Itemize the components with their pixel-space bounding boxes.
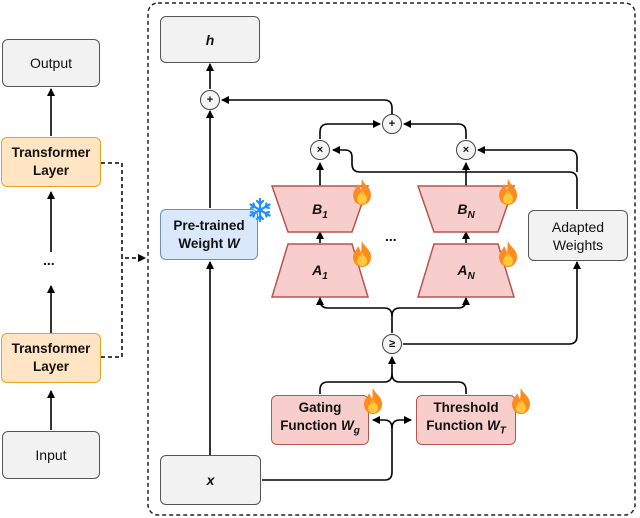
- gating-line2-wrap: Function Wg: [280, 417, 360, 441]
- arrow-geq-to-adapted: [403, 261, 581, 345]
- pretrained-line2: Weight: [178, 235, 224, 251]
- threshold-line1: Threshold: [433, 400, 499, 416]
- pretrained-line1: Pre-trained: [173, 217, 245, 233]
- an-sub: N: [467, 270, 475, 282]
- flame-icon: [499, 179, 517, 205]
- trapezoid-a1: [270, 243, 370, 298]
- an-label: AN: [446, 262, 486, 282]
- dashed-link-bottom: [101, 258, 123, 358]
- transformer-layer-bottom: Transformer Layer: [1, 333, 101, 383]
- threshold-function-box: Threshold Function WT: [416, 395, 516, 445]
- trapezoid-b1: [270, 185, 370, 233]
- pretrained-line2-wrap: Weight W: [178, 235, 239, 253]
- geq-operator: ≥: [382, 334, 402, 354]
- b1-sub: 1: [322, 209, 328, 221]
- pretrained-weight-box: Pre-trained Weight W: [160, 209, 258, 260]
- times-operator-left: ×: [310, 140, 330, 160]
- pretrained-var: W: [226, 235, 240, 251]
- input-label: Input: [35, 447, 67, 463]
- arrow-geq-to-a1: [316, 297, 393, 333]
- arrow-geq-to-an: [391, 297, 470, 317]
- a1-main: A: [312, 262, 323, 278]
- adapted-line2: Weights: [552, 236, 604, 253]
- a1-sub: 1: [322, 270, 328, 282]
- trapezoid-an: [416, 243, 516, 298]
- plus-symbol: +: [206, 94, 214, 106]
- layer-ellipsis: ...: [43, 252, 55, 268]
- trapezoid-bn: [416, 185, 516, 233]
- bn-sub: N: [467, 209, 475, 221]
- arrow-timesN-to-sum: [403, 120, 467, 139]
- arrow-sum-to-output-plus: [221, 96, 393, 114]
- arrow-gating-to-geq: [319, 356, 396, 394]
- a1-label: A1: [300, 262, 340, 282]
- output-label: Output: [29, 55, 73, 71]
- gating-line1: Gating: [298, 400, 342, 416]
- expert-ellipsis: ...: [385, 228, 397, 244]
- times-symbol: ×: [462, 144, 470, 156]
- geq-symbol: ≥: [388, 338, 396, 350]
- flame-icon: [353, 179, 371, 205]
- transformer-layer-bottom-label: Transformer Layer: [11, 341, 91, 374]
- adapted-weights-box: Adapted Weights: [528, 210, 628, 261]
- gating-function-box: Gating Function Wg: [271, 395, 369, 445]
- plus-symbol: +: [388, 118, 396, 130]
- h-output-box: h: [160, 16, 260, 63]
- b1-main: B: [312, 201, 323, 217]
- b1-label: B1: [300, 201, 340, 221]
- transformer-layer-top-label: Transformer Layer: [11, 145, 91, 178]
- output-box: Output: [2, 39, 100, 87]
- threshold-line2-wrap: Function WT: [426, 417, 506, 441]
- arrow-threshold-to-geq: [391, 373, 467, 394]
- flame-icon: [353, 241, 371, 267]
- snowflake-icon: [249, 197, 271, 223]
- arrow-times1-to-sum: [319, 120, 381, 139]
- gating-line2: Function: [280, 418, 338, 434]
- h-label: h: [205, 31, 215, 48]
- arrow-x-to-functions: [262, 416, 393, 481]
- threshold-var: W: [486, 418, 500, 434]
- transformer-layer-top: Transformer Layer: [1, 137, 101, 187]
- arrow-x-to-threshold: [391, 416, 412, 429]
- arrow-adapted-to-times-left: [332, 146, 578, 209]
- threshold-line2: Function: [426, 418, 484, 434]
- bn-main: B: [457, 201, 468, 217]
- x-label: x: [206, 472, 215, 488]
- adapted-line1: Adapted: [551, 218, 605, 235]
- dashed-link-top: [101, 162, 146, 262]
- gating-sub: g: [353, 425, 360, 437]
- plus-operator-sum: +: [382, 114, 402, 134]
- arrow-adapted-to-times-right: [477, 146, 578, 172]
- times-symbol: ×: [316, 144, 324, 156]
- gating-var: W: [340, 418, 354, 434]
- flame-icon: [499, 241, 517, 267]
- flame-icon: [364, 388, 382, 414]
- input-box: Input: [2, 431, 100, 479]
- threshold-sub: T: [499, 425, 506, 437]
- flame-icon: [512, 388, 530, 414]
- bn-label: BN: [446, 201, 486, 221]
- plus-operator-output: +: [200, 90, 220, 110]
- times-operator-right: ×: [456, 140, 476, 160]
- an-main: A: [457, 262, 468, 278]
- x-input-box: x: [160, 455, 261, 505]
- detail-container: [147, 2, 636, 516]
